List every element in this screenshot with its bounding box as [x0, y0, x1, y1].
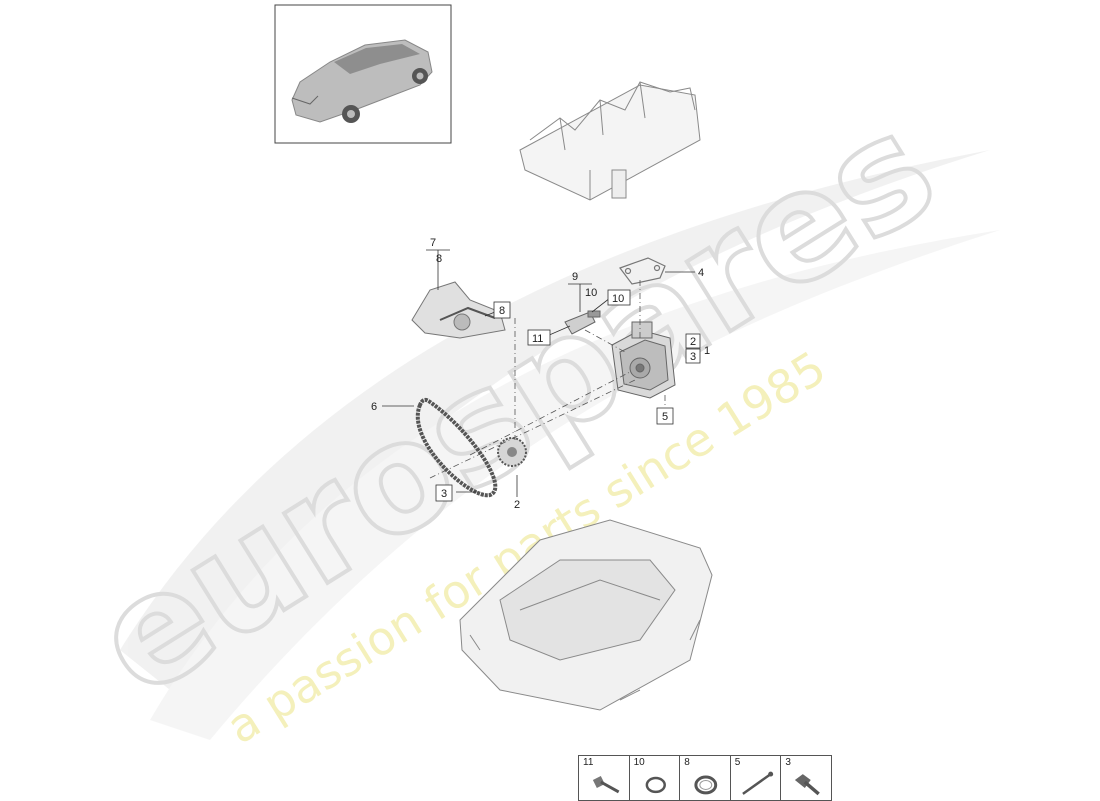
legend-number: 3 [785, 757, 791, 768]
upper-oil-baffle [519, 81, 701, 201]
callout-1: 1 [704, 345, 710, 357]
callout-5-box [656, 407, 674, 425]
control-valve [564, 310, 601, 335]
callout-5-box-label: 5 [662, 411, 668, 423]
lower-oil-pan [459, 519, 713, 711]
vehicle-thumbnail [274, 4, 452, 144]
seal-ring-icon [645, 776, 666, 794]
hardware-legend: 11 10 8 5 3 [578, 755, 832, 801]
legend-number: 5 [734, 757, 741, 768]
legend-item-3: 3 [781, 756, 831, 800]
callout-3-bottom-box [435, 484, 453, 502]
legend-number: 8 [684, 757, 690, 768]
o-ring-icon [694, 775, 718, 795]
leader-lines [429, 280, 666, 479]
chain-cover [411, 281, 506, 339]
callout-10-box-label: 10 [612, 293, 624, 305]
legend-item-8: 8 [680, 756, 731, 800]
callout-11-box [527, 329, 551, 346]
legend-item-5: 5 [731, 756, 782, 800]
pump-gasket [619, 257, 666, 285]
watermark-swoosh [120, 150, 1000, 740]
callout-3-bottom-box-label: 3 [441, 488, 447, 500]
callout-3-box [685, 348, 701, 364]
callout-10-top: 10 [585, 287, 597, 299]
flange-bolt-icon [795, 774, 821, 796]
bolt-icon [592, 776, 620, 794]
callout-2-bottom: 2 [514, 499, 520, 511]
pin-icon [741, 771, 773, 795]
callout-6: 6 [371, 401, 377, 413]
callout-7: 7 [430, 237, 436, 249]
callout-8-box [493, 301, 511, 319]
legend-number: 10 [633, 757, 645, 768]
callout-10-box [607, 289, 631, 306]
drive-sprocket [497, 437, 527, 467]
callout-4: 4 [698, 267, 704, 279]
callout-3-box-label: 3 [690, 351, 696, 363]
legend-item-10: 10 [630, 756, 681, 800]
callout-2-box-label: 2 [690, 336, 696, 348]
callout-2-box [685, 333, 701, 349]
callout-8-top: 8 [436, 253, 442, 265]
callout-9: 9 [572, 271, 578, 283]
callout-11-box-label: 11 [532, 333, 543, 345]
oil-pump-housing [611, 321, 676, 399]
callout-8-box-label: 8 [499, 305, 505, 317]
legend-number: 11 [583, 757, 594, 768]
drive-chain [415, 397, 498, 498]
legend-item-11: 11 [579, 756, 630, 800]
